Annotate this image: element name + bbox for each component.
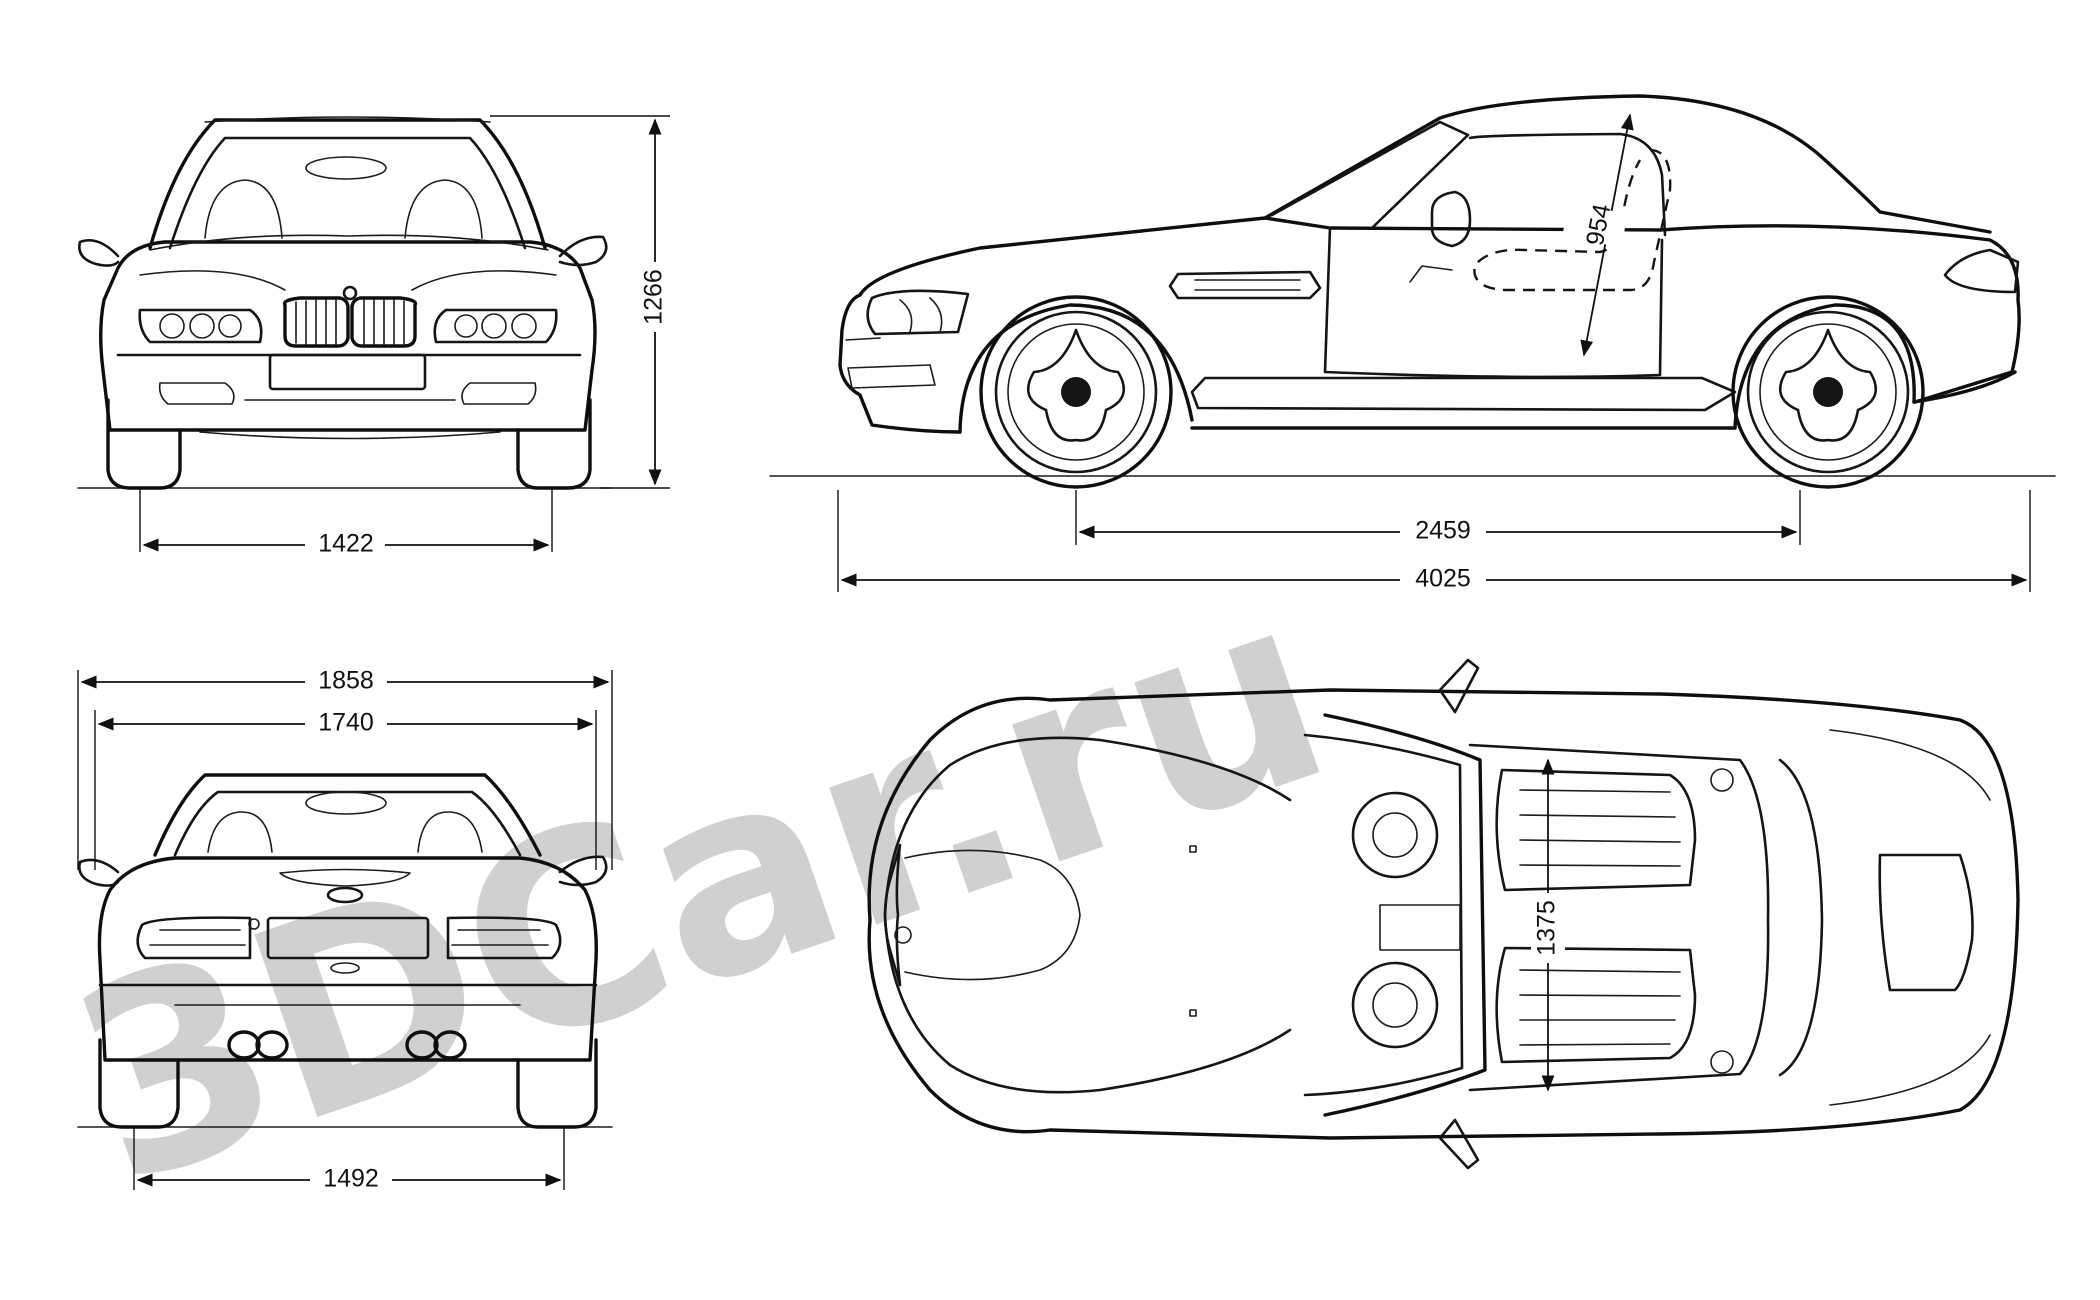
dimension-width-mirrors: 1858 (77, 667, 613, 870)
dimension-front-track: 1422 (139, 488, 553, 560)
dimension-cabin-length-label: 1375 (1533, 900, 1561, 956)
dimension-front-height-label: 1266 (640, 269, 668, 325)
dimension-rear-track: 1492 (133, 1127, 565, 1195)
dimension-wheelbase-label: 2459 (1415, 517, 1471, 545)
dimension-overall-length-label: 4025 (1415, 565, 1471, 593)
dimension-overall-length: 4025 (837, 490, 2031, 595)
dimension-seat-height: 954 (1562, 113, 1634, 357)
dimension-body-width: 1740 (94, 709, 597, 870)
rear-view (78, 773, 608, 1129)
watermark-text: 3DCar.ru (40, 533, 1361, 1244)
side-view (838, 94, 2021, 489)
dimension-cabin-length: 1375 (1531, 758, 1565, 1092)
dimension-front-track-label: 1422 (318, 530, 374, 558)
watermark: 3DCar.ru (40, 533, 1361, 1244)
dimension-front-height: 1266 (490, 115, 672, 489)
front-view (78, 116, 608, 490)
dimension-annotations: 1266 1422 2459 4025 (77, 113, 2031, 1195)
dimension-wheelbase: 2459 (1075, 490, 1801, 547)
top-view (867, 658, 2020, 1170)
dimension-body-width-label: 1740 (318, 709, 374, 737)
dimension-rear-track-label: 1492 (323, 1165, 379, 1193)
dimension-width-mirrors-label: 1858 (318, 667, 374, 695)
